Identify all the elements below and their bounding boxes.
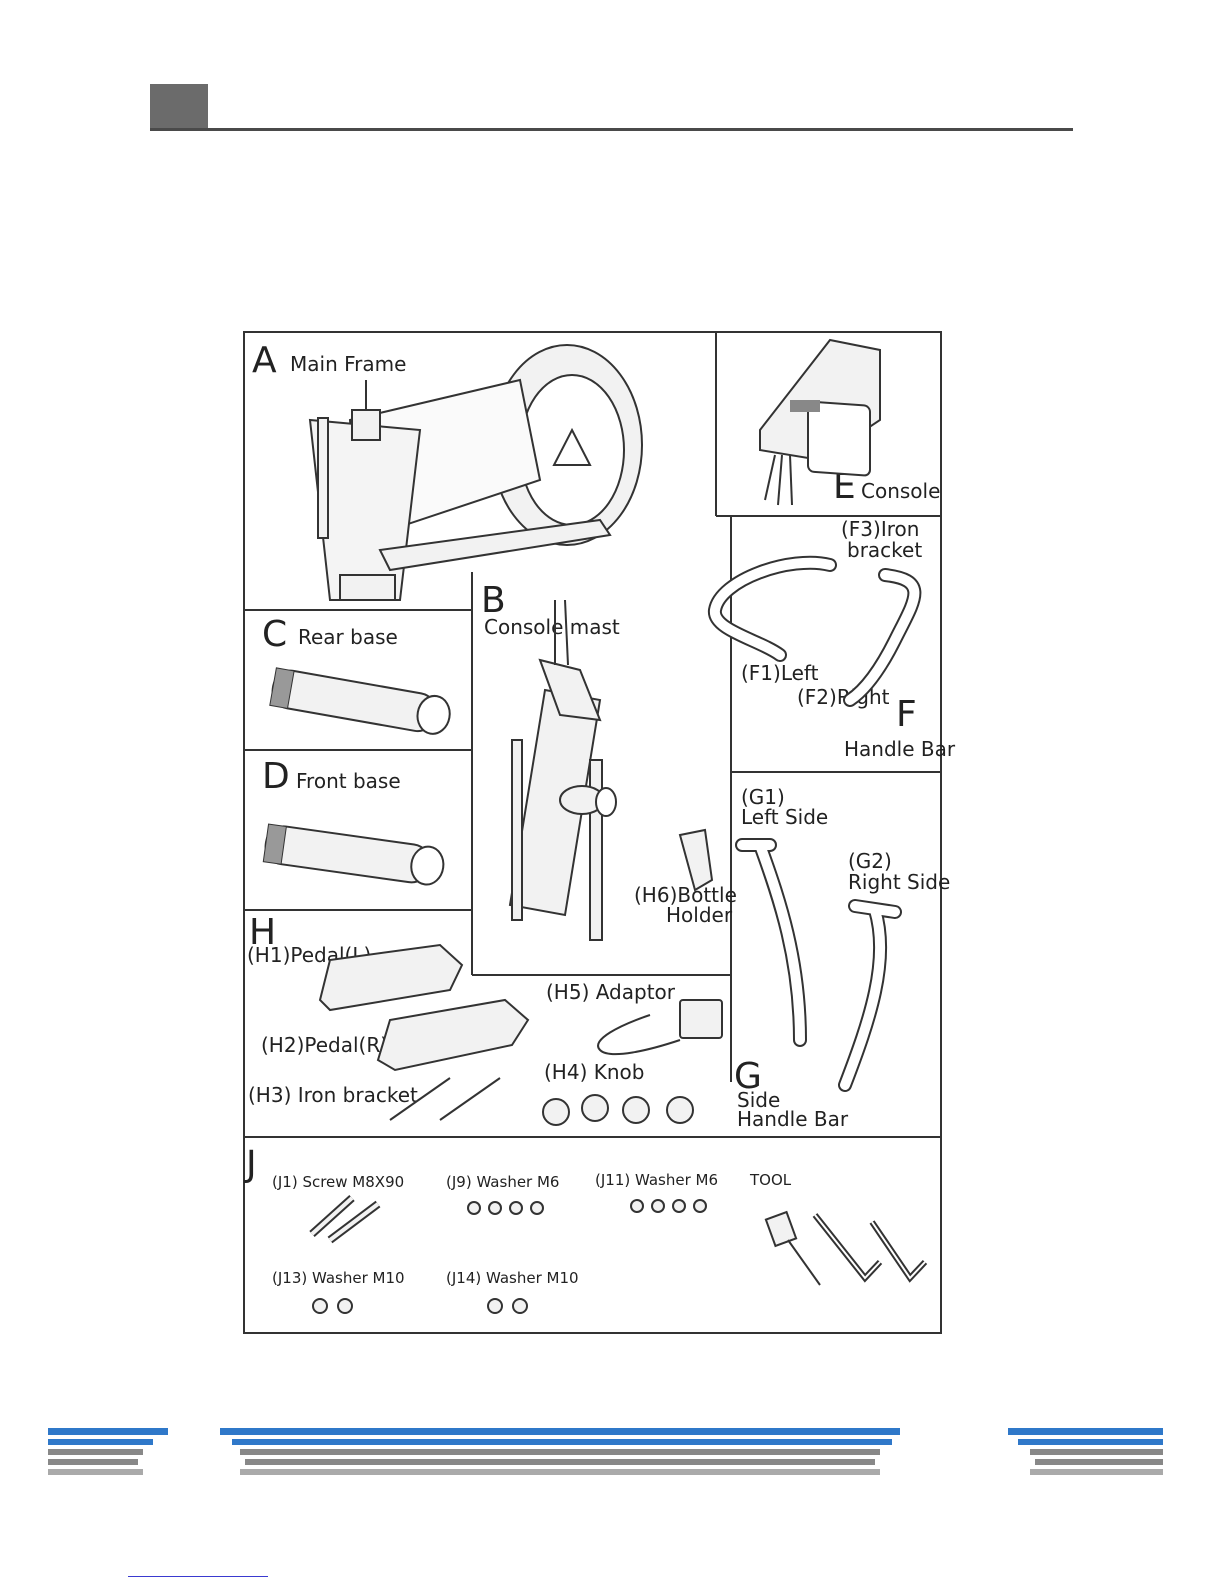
side-handle-bars-illustration	[735, 838, 902, 1092]
header-rule	[150, 128, 1073, 131]
knobs-illustration	[542, 1094, 694, 1126]
tools-illustration	[764, 1210, 928, 1286]
section-b-letter: B	[481, 580, 506, 621]
footer-stripes	[48, 1428, 1163, 1475]
tool-label: TOOL	[749, 1171, 792, 1189]
g1-label-1: (G1)	[741, 785, 785, 809]
h6-label-2: Holder	[666, 903, 733, 927]
footer-link-underline	[128, 1576, 268, 1577]
screws-illustration	[309, 1195, 381, 1244]
handle-bar-illustration	[708, 555, 922, 707]
j9-label: (J9) Washer M6	[446, 1173, 559, 1191]
section-g-label-1: Side	[737, 1088, 780, 1112]
adaptor-illustration	[597, 999, 723, 1056]
section-h-letter: H	[249, 912, 276, 953]
console-mast-illustration	[508, 599, 714, 941]
section-a-label: Main Frame	[290, 352, 406, 376]
section-g-letter: G	[734, 1056, 762, 1097]
section-c: C Rear base	[262, 614, 451, 735]
section-f: (F3)Iron bracket (F1)Left (F2)Right F Ha…	[708, 517, 956, 761]
header-marker	[150, 84, 208, 130]
section-f-letter: F	[896, 694, 917, 735]
h4-label: (H4) Knob	[544, 1060, 644, 1084]
f3-label-1: (F3)Iron	[841, 517, 919, 541]
washers-m10-b	[487, 1298, 528, 1314]
g1-label-2: Left Side	[741, 805, 828, 829]
washers-m6-a	[467, 1201, 544, 1215]
h2-label: (H2)Pedal(R)	[261, 1033, 388, 1057]
section-d-label: Front base	[296, 769, 401, 793]
f3-label-2: bracket	[847, 538, 922, 562]
section-b: B Console mast (H6)Bottle Holder	[481, 580, 737, 941]
section-e: E Console	[759, 338, 940, 507]
section-g: (G1) Left Side (G2) Right Side G Side Ha…	[734, 785, 950, 1131]
section-c-label: Rear base	[298, 625, 398, 649]
parts-grid	[243, 331, 942, 1334]
section-a: A Main Frame	[252, 340, 643, 601]
section-j-letter: J	[244, 1144, 257, 1185]
section-b-label: Console mast	[484, 615, 620, 639]
section-a-letter: A	[252, 340, 277, 381]
section-e-letter: E	[833, 466, 856, 507]
rear-base-illustration	[269, 667, 451, 735]
main-frame-illustration	[308, 344, 643, 601]
washers-m6-b	[630, 1199, 707, 1213]
f2-label: (F2)Right	[797, 685, 890, 709]
section-c-letter: C	[262, 614, 287, 655]
section-d-letter: D	[262, 756, 290, 797]
h3-label: (H3) Iron bracket	[248, 1083, 418, 1107]
j1-label: (J1) Screw M8X90	[272, 1173, 404, 1191]
pedals-illustration	[318, 943, 530, 1121]
section-f-label: Handle Bar	[844, 737, 956, 761]
section-d: D Front base	[262, 756, 445, 886]
h5-label: (H5) Adaptor	[546, 980, 676, 1004]
j14-label: (J14) Washer M10	[446, 1269, 579, 1287]
console-illustration	[759, 338, 881, 506]
section-h: H (H1)Pedal(L) (H2)Pedal(R) (H3) Iron br…	[247, 912, 723, 1126]
j11-label: (J11) Washer M6	[595, 1171, 718, 1189]
section-g-label-2: Handle Bar	[737, 1107, 849, 1131]
g2-label-1: (G2)	[848, 849, 892, 873]
washers-m10-a	[312, 1298, 353, 1314]
h6-label-1: (H6)Bottle	[634, 883, 737, 907]
front-base-illustration	[262, 823, 445, 886]
f1-label: (F1)Left	[741, 661, 819, 685]
section-j: J (J1) Screw M8X90 (J9) Washer M6 (J11) …	[244, 1144, 928, 1314]
j13-label: (J13) Washer M10	[272, 1269, 405, 1287]
g2-label-2: Right Side	[848, 870, 950, 894]
section-e-label: Console	[861, 479, 940, 503]
